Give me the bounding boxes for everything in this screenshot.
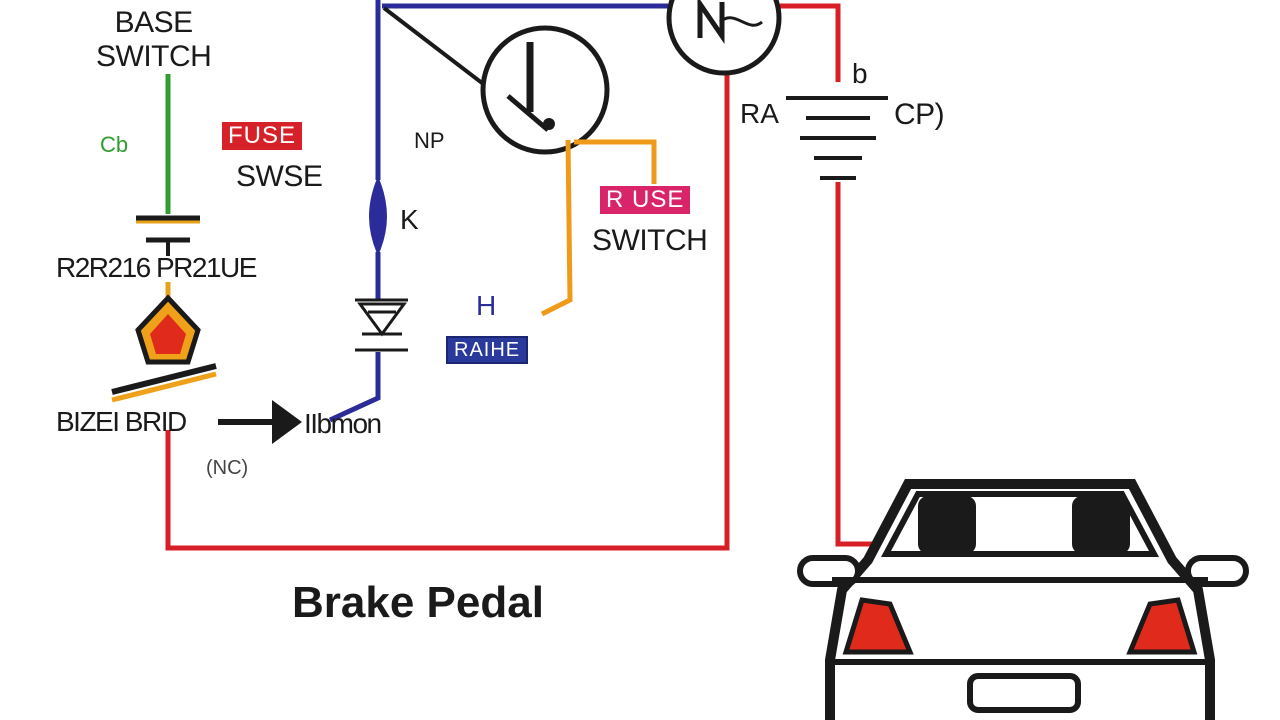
diode-icon <box>355 298 408 352</box>
b-label: b <box>852 58 868 89</box>
red-wire-loop <box>165 58 730 551</box>
bottom-left-label: BIZEI BRID <box>56 406 187 437</box>
switch-right-label: SWITCH <box>592 224 708 257</box>
fuse-tag: FUSE <box>222 122 303 150</box>
cp-label: CP) <box>894 98 945 131</box>
nc-label: (NC) <box>206 457 249 479</box>
arrow-target-label: IIbmon <box>304 408 382 439</box>
relay-icon <box>480 25 610 155</box>
resistor-pair-label: R2R216 PR21UE <box>56 252 257 283</box>
battery-icon <box>786 96 888 180</box>
orange-wire <box>540 139 657 317</box>
right-taillight <box>1126 597 1198 655</box>
np-label: NP <box>414 128 445 153</box>
red-wire-to-car <box>835 182 880 547</box>
base-switch-label: BASE SWITCH <box>96 6 212 73</box>
arrow-icon <box>218 400 302 444</box>
cb-label: Cb <box>100 132 129 157</box>
small-h-label: H <box>476 290 497 321</box>
left-taillight <box>842 597 914 655</box>
car-rear-icon <box>797 479 1249 720</box>
rise-tag: R USE <box>600 186 691 214</box>
red-wire-right <box>780 3 841 82</box>
k-label: K <box>400 204 419 235</box>
capacitor-icon <box>136 215 200 256</box>
blue-tag: RAIHE <box>446 336 529 364</box>
swse-label: SWSE <box>236 160 323 193</box>
blue-wire <box>328 0 668 423</box>
fuse-element <box>369 175 387 256</box>
brake-pedal-caption: Brake Pedal <box>292 578 544 627</box>
ra-label: RA <box>740 98 779 129</box>
ac-source-icon <box>666 0 782 76</box>
brake-pedal-icon <box>111 294 217 403</box>
